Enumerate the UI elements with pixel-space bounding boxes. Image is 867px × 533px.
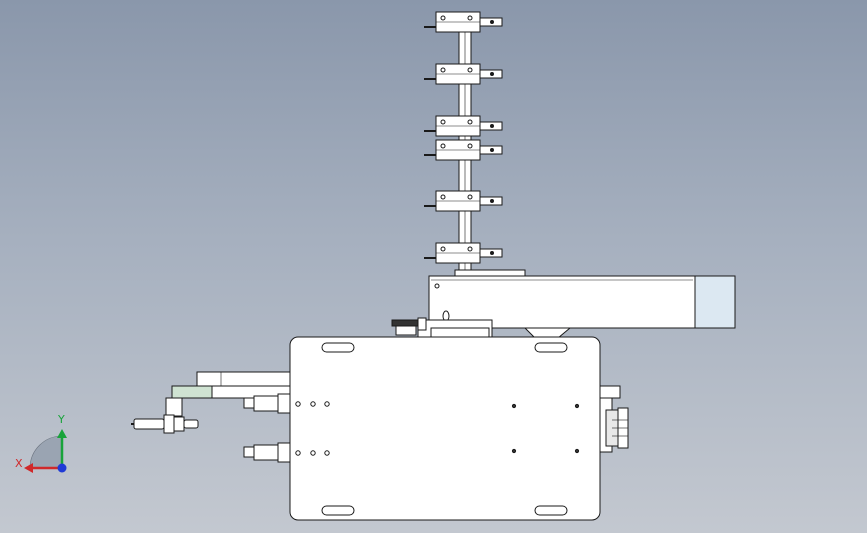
sensor-bracket[interactable]: [424, 115, 503, 137]
sensor-bracket[interactable]: [424, 242, 503, 264]
y-axis-arrowhead: [57, 429, 67, 438]
x-axis-label: X: [15, 457, 23, 470]
sensor-bracket[interactable]: [424, 63, 503, 85]
adjust-knob[interactable]: [391, 317, 427, 336]
x-axis-arrowhead: [24, 463, 33, 473]
z-axis-dot: [57, 463, 67, 473]
sensor-bracket[interactable]: [424, 11, 503, 33]
sensor-bracket[interactable]: [424, 139, 503, 161]
sensor-bracket[interactable]: [424, 190, 503, 212]
sensor-fitting[interactable]: [131, 414, 199, 434]
horizontal-arm[interactable]: [428, 275, 736, 329]
y-axis-label: Y: [58, 413, 65, 426]
triad-plane-shade: [29, 435, 63, 469]
side-fitting-right[interactable]: [599, 385, 629, 453]
axis-triad: [24, 429, 67, 473]
base-plate[interactable]: [289, 336, 601, 521]
connector-upper[interactable]: [243, 393, 291, 414]
connector-lower[interactable]: [243, 442, 291, 463]
